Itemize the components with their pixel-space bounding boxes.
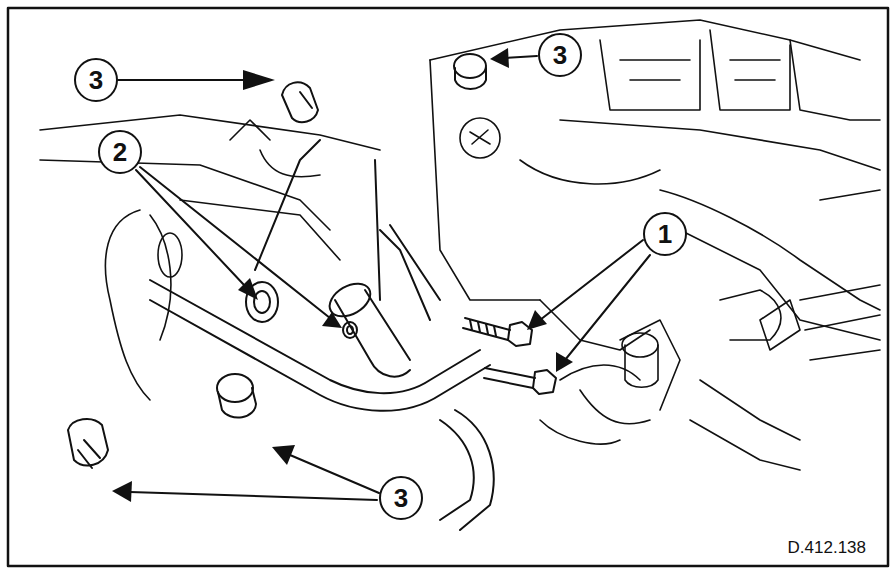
pipe <box>150 225 494 530</box>
callout-number: 2 <box>113 139 127 165</box>
engine-block <box>430 20 880 470</box>
callout-circle: 2 <box>98 130 142 174</box>
callout-number: 3 <box>394 485 408 511</box>
leader-lines <box>118 56 650 500</box>
callout-number: 1 <box>658 221 672 247</box>
figure-code: D.412.138 <box>786 538 868 558</box>
arrowheads <box>112 48 573 502</box>
washers <box>246 282 357 338</box>
housing <box>40 115 380 400</box>
callout-number: 3 <box>89 67 103 93</box>
callout-number: 3 <box>553 42 567 68</box>
plugs <box>68 54 486 468</box>
callout-circle: 3 <box>379 476 423 520</box>
callout-circle: 1 <box>643 212 687 256</box>
callout-circle: 3 <box>74 58 118 102</box>
callout-circle: 3 <box>538 33 582 77</box>
bolts <box>463 318 556 394</box>
frame <box>8 8 888 566</box>
